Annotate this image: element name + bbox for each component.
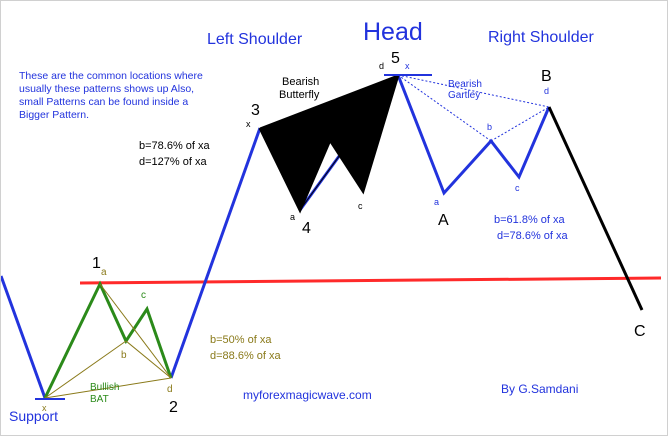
leg-b-to-c — [547, 106, 644, 311]
bat-name-line-2: BAT — [90, 394, 109, 405]
title-head: Head — [363, 18, 423, 46]
support-label: Support — [9, 408, 58, 424]
wave-label-5: 5 — [391, 50, 400, 67]
intro-note: These are the common locations where usu… — [19, 70, 203, 121]
bat-connector-2 — [99, 283, 172, 379]
bat-connectors — [44, 283, 172, 399]
bat-label-a: a — [101, 267, 107, 278]
gartley-connector-1 — [490, 106, 550, 142]
neckline — [79, 276, 662, 285]
intro-line-4: Bigger Pattern. — [19, 109, 89, 121]
bat-label-x: x — [42, 403, 47, 413]
gartley-label-c: c — [515, 183, 520, 193]
wave-label-3: 3 — [251, 102, 260, 119]
wave-label-1: 1 — [92, 255, 101, 272]
butterfly-label-x: x — [246, 119, 251, 129]
butterfly-label-a: a — [290, 212, 295, 222]
gartley-connector-0 — [397, 74, 492, 142]
wave-label-B: B — [541, 68, 552, 85]
butterfly-connector-3 — [299, 74, 399, 211]
bat-connector-0 — [44, 340, 127, 399]
title-left-shoulder: Left Shoulder — [207, 31, 303, 48]
bat-label-b: b — [121, 350, 127, 361]
butterfly-ratio-b: b=78.6% of xa — [139, 140, 211, 152]
gartley-connector-2 — [397, 74, 550, 108]
gartley-label-b: b — [487, 122, 492, 132]
intro-line-3: small Patterns can be found inside a — [19, 96, 188, 108]
title-right-shoulder: Right Shoulder — [488, 29, 595, 46]
bat-ratio-b: b=50% of xa — [210, 334, 272, 346]
wave-label-2: 2 — [169, 399, 178, 416]
gartley-ratio-b: b=61.8% of xa — [494, 214, 566, 226]
wave-label-4: 4 — [302, 220, 311, 237]
gartley-label-a: a — [434, 197, 439, 207]
wave-label-C: C — [634, 323, 646, 340]
butterfly-ratio-d: d=127% of xa — [139, 156, 207, 168]
butterfly-label-d: d — [379, 61, 384, 71]
bat-label-d: d — [167, 384, 173, 395]
butterfly-connector-2 — [259, 74, 399, 129]
gartley-label-x: x — [405, 61, 410, 71]
gartley-ratio-d: d=78.6% of xa — [497, 230, 569, 242]
wave-label-A: A — [438, 212, 449, 229]
author-label: By G.Samdani — [501, 382, 578, 396]
website-label: myforexmagicwave.com — [243, 388, 372, 402]
leg-start-to-support — [1, 275, 47, 399]
gartley-label-d: d — [544, 86, 549, 96]
bat-connector-3 — [44, 377, 172, 399]
butterfly-connector-1 — [329, 74, 399, 141]
gartley-connectors — [397, 74, 550, 142]
gartley-name-line-2: Gartley — [448, 90, 480, 101]
butterfly-connectors — [259, 74, 399, 211]
gartley-name-line-1: Bearish — [448, 79, 482, 90]
bat-label-c: c — [141, 290, 146, 301]
butterfly-name-line-2: Butterfly — [279, 89, 320, 101]
bat-ratio-d: d=88.6% of xa — [210, 350, 282, 362]
butterfly-connector-0 — [259, 127, 331, 141]
butterfly-label-b: b — [323, 124, 328, 134]
butterfly-name-line-1: Bearish — [282, 76, 319, 88]
bat-name-line-1: Bullish — [90, 382, 119, 393]
butterfly-label-c: c — [358, 201, 363, 211]
intro-line-2: usually these patterns shows up Also, — [19, 83, 194, 95]
intro-line-1: These are the common locations where — [19, 70, 203, 82]
bat-connector-1 — [125, 340, 172, 379]
leg-2-to-3 — [169, 127, 262, 379]
